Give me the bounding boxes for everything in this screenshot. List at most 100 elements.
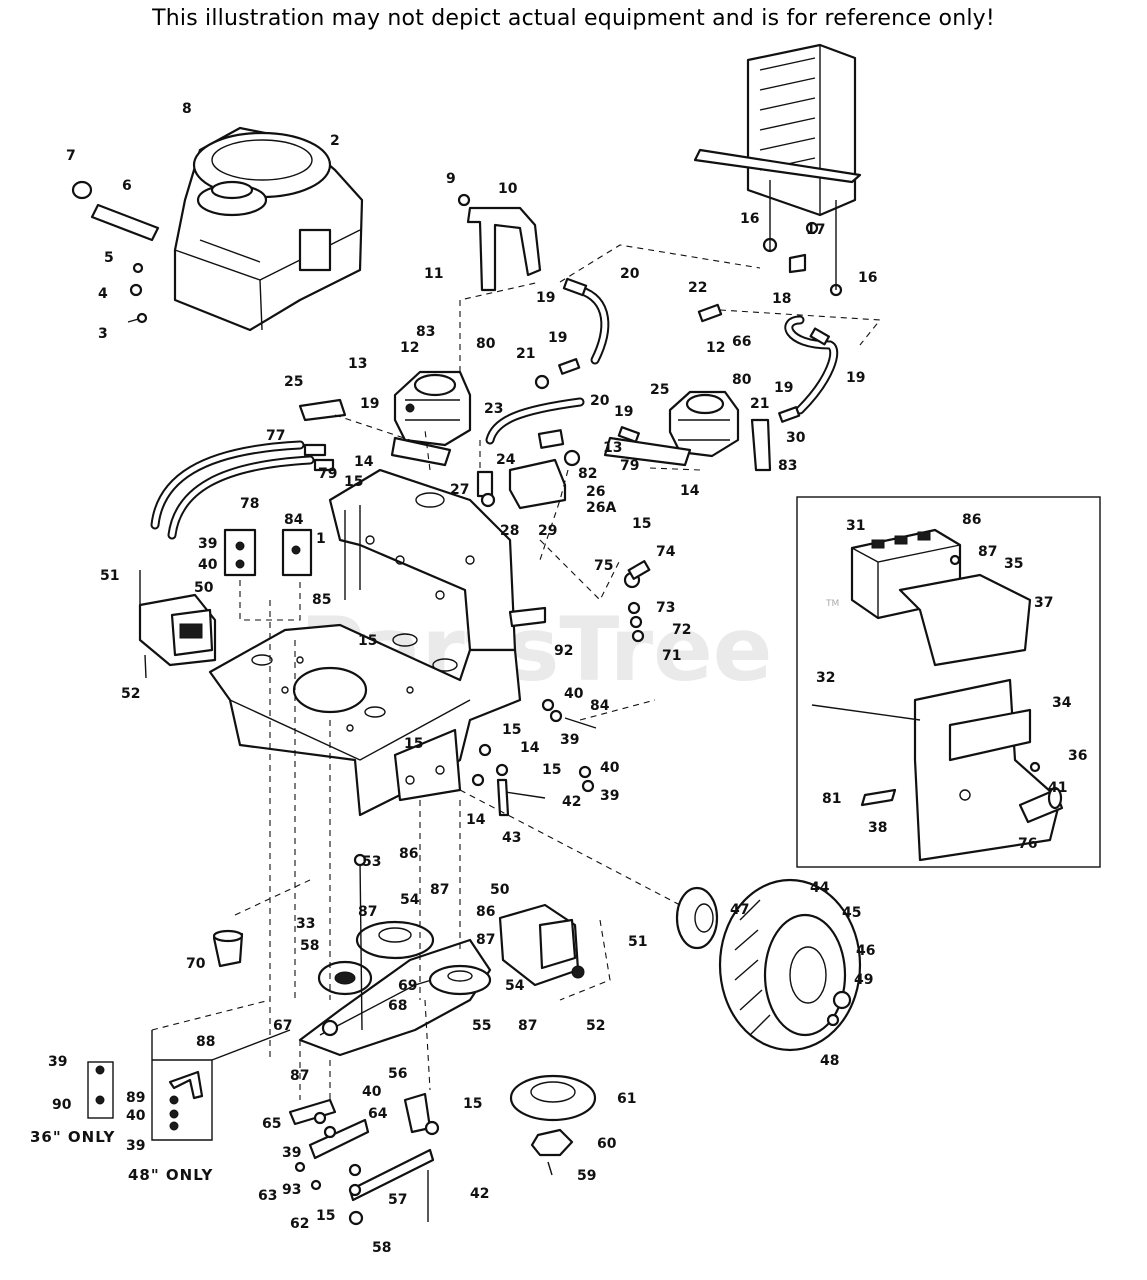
callout-92: 92	[554, 643, 573, 659]
callout-39d: 39	[48, 1054, 67, 1070]
callout-11: 11	[424, 266, 443, 282]
callout-86c: 86	[476, 904, 495, 920]
callout-34: 34	[1052, 695, 1072, 711]
callout-15h: 15	[404, 736, 423, 752]
callout-44: 44	[810, 880, 830, 896]
callout-55: 55	[472, 1018, 491, 1034]
callout-28: 28	[500, 523, 519, 539]
seat-panel-part[interactable]	[693, 43, 862, 217]
callout-21b: 21	[750, 396, 769, 412]
shaft-part[interactable]	[90, 203, 160, 242]
callout-1: 1	[316, 531, 326, 547]
engine-part[interactable]	[173, 126, 364, 332]
callout-22: 22	[688, 280, 707, 296]
callout-33: 33	[296, 916, 315, 932]
hydraulic-pump-left[interactable]	[393, 370, 472, 447]
callout-14b: 14	[680, 483, 700, 499]
callout-54b: 54	[505, 978, 525, 994]
callout-40a: 40	[198, 557, 218, 573]
callout-23: 23	[484, 401, 503, 417]
callout-50b: 50	[490, 882, 510, 898]
callout-20b: 20	[590, 393, 610, 409]
callout-14d: 14	[466, 812, 486, 828]
callout-85: 85	[312, 592, 331, 608]
callout-87f: 87	[290, 1068, 309, 1084]
callout-40d: 40	[126, 1108, 146, 1124]
callout-82: 82	[578, 466, 597, 482]
callout-12a: 12	[400, 340, 419, 356]
nut-part[interactable]	[71, 180, 93, 200]
callout-84a: 84	[284, 512, 304, 528]
callout-29: 29	[538, 523, 557, 539]
callout-36: 36	[1068, 748, 1087, 764]
callout-59: 59	[577, 1168, 596, 1184]
callout-16a: 16	[740, 211, 759, 227]
callout-26: 26	[586, 484, 605, 500]
callout-19e: 19	[774, 380, 793, 396]
callout-89: 89	[126, 1090, 145, 1106]
hydraulic-motor-left[interactable]	[138, 593, 217, 667]
callout-35: 35	[1004, 556, 1023, 572]
wheel-hub-part[interactable]	[675, 886, 719, 950]
callout-7: 7	[66, 148, 76, 164]
callout-52b: 52	[586, 1018, 605, 1034]
callout-15f: 15	[463, 1096, 482, 1112]
bracket-part[interactable]	[466, 206, 542, 292]
callout-5: 5	[104, 250, 114, 266]
hydraulic-motor-right[interactable]	[498, 903, 585, 987]
tire-part[interactable]	[718, 878, 862, 1052]
callout-80b: 80	[732, 372, 752, 388]
watermark-trademark: TM	[825, 599, 839, 609]
callout-77: 77	[266, 428, 285, 444]
callout-15d: 15	[502, 722, 521, 738]
callout-41: 41	[1048, 780, 1067, 796]
callout-38: 38	[868, 820, 887, 836]
callout-58b: 58	[372, 1240, 391, 1256]
note-48-only: 48" ONLY	[128, 1166, 213, 1184]
callout-21a: 21	[516, 346, 535, 362]
callout-84b: 84	[590, 698, 610, 714]
callout-37: 37	[1034, 595, 1053, 611]
callout-86a: 86	[962, 512, 981, 528]
callout-86b: 86	[399, 846, 418, 862]
callout-19a: 19	[536, 290, 555, 306]
washer-part[interactable]	[129, 283, 143, 297]
callout-50a: 50	[194, 580, 214, 596]
battery-cover-part[interactable]	[898, 573, 1032, 667]
callout-25b: 25	[650, 382, 669, 398]
callout-3: 3	[98, 326, 108, 342]
callout-65: 65	[262, 1116, 281, 1132]
callout-87b: 87	[430, 882, 449, 898]
note-36-only: 36" ONLY	[30, 1128, 115, 1146]
callout-75: 75	[594, 558, 613, 574]
callout-47: 47	[730, 902, 749, 918]
callout-52a: 52	[121, 686, 140, 702]
callout-26a: 26A	[586, 500, 616, 516]
callout-88: 88	[196, 1034, 215, 1050]
hydraulic-pump-right[interactable]	[668, 390, 740, 458]
callout-87c: 87	[358, 904, 377, 920]
callout-32: 32	[816, 670, 835, 686]
callout-20a: 20	[620, 266, 640, 282]
rod-part[interactable]	[348, 1148, 435, 1202]
callout-2: 2	[330, 133, 340, 149]
disclaimer-text: This illustration may not depict actual …	[152, 6, 995, 31]
drive-pulley-part[interactable]	[509, 1074, 597, 1122]
pulley-part[interactable]	[355, 920, 435, 960]
callout-45: 45	[842, 905, 861, 921]
control-valve-part[interactable]	[508, 458, 567, 510]
main-frame-part[interactable]	[208, 468, 522, 817]
callout-9: 9	[446, 171, 456, 187]
callout-40e: 40	[362, 1084, 382, 1100]
linkage-bracket-part[interactable]	[288, 1098, 337, 1126]
callout-40c: 40	[600, 760, 620, 776]
callout-70: 70	[186, 956, 206, 972]
callout-43: 43	[502, 830, 521, 846]
callout-15e: 15	[542, 762, 561, 778]
callout-54a: 54	[400, 892, 420, 908]
washer-part[interactable]	[132, 262, 144, 274]
callout-93: 93	[282, 1182, 301, 1198]
callout-62: 62	[290, 1216, 309, 1232]
callout-56: 56	[388, 1066, 407, 1082]
